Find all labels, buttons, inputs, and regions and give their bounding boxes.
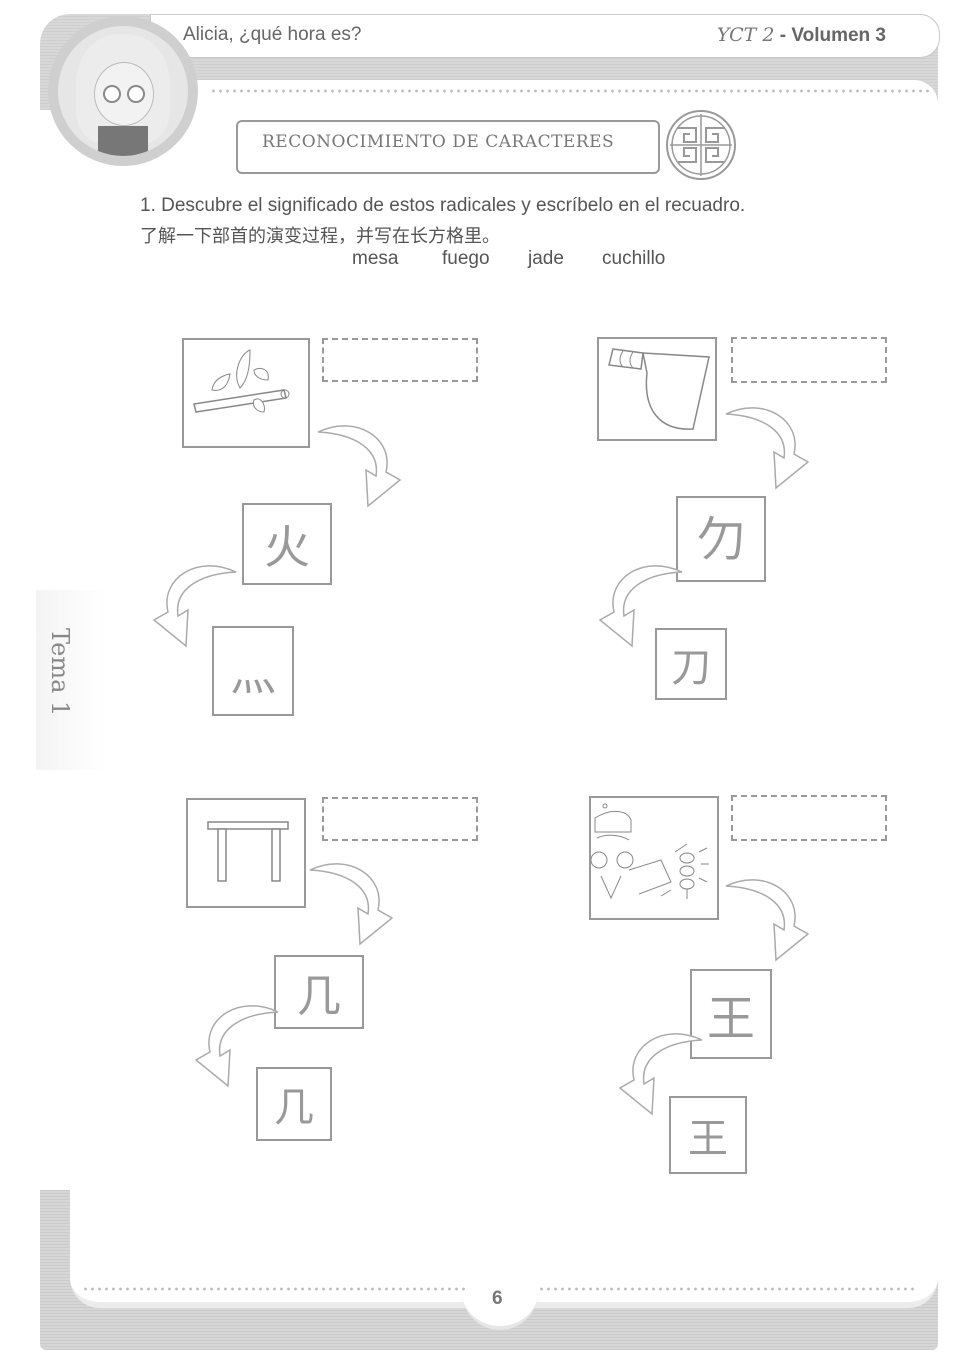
ancient-glyph-knife: 𠚣 [696, 512, 745, 568]
curved-arrow-icon [725, 879, 809, 961]
answer-box-fire[interactable] [322, 338, 478, 382]
page-number: 6 [492, 1288, 503, 1309]
king-with-jade-picture [590, 803, 709, 900]
curved-arrow-icon [317, 425, 401, 507]
modern-form-box: 几 [256, 1067, 332, 1141]
modern-form-box: 王 [669, 1096, 747, 1174]
instruction-chinese: 了解一下部首的演变过程，并写在长方格里。 [140, 226, 500, 247]
avatar [48, 16, 198, 166]
modern-glyph-knife: 刀 [671, 645, 711, 691]
side-tab [36, 590, 106, 770]
ancient-form-box: 几 [274, 955, 364, 1029]
side-tab-label: Tema 1 [46, 628, 74, 717]
ancient-glyph-table: 几 [297, 971, 341, 1022]
volume-label: YCT 2 - Volumen 3 [717, 24, 886, 47]
answer-box-jade[interactable] [731, 795, 887, 841]
word-bank-item: jade [528, 248, 564, 269]
ancient-form-box: 火 [242, 503, 332, 585]
modern-glyph-fire: 灬 [230, 647, 276, 701]
knife-picture [608, 348, 710, 430]
ancient-glyph-jade: 王 [706, 991, 755, 1047]
dotted-border-top [210, 88, 930, 94]
section-banner [236, 120, 660, 174]
header-pill [150, 14, 940, 58]
ancient-form-box: 王 [690, 969, 772, 1059]
modern-form-box: 刀 [655, 628, 727, 700]
answer-box-knife[interactable] [731, 337, 887, 383]
picture-box-fire [182, 338, 310, 448]
picture-box-table [186, 798, 306, 908]
instruction-spanish: 1. Descubre el significado de estos radi… [140, 195, 746, 216]
section-title: RECONOCIMIENTO DE CARACTERES [262, 132, 615, 152]
avatar-eye [127, 85, 145, 103]
chinese-knot-icon [666, 110, 736, 180]
modern-form-box: 灬 [212, 626, 294, 716]
answer-box-table[interactable] [322, 797, 478, 841]
series-label: YCT 2 [716, 24, 775, 46]
curved-arrow-icon [725, 407, 809, 489]
word-bank-item: fuego [442, 248, 490, 269]
book-title: Alicia, ¿qué hora es? [183, 24, 362, 45]
curved-arrow-icon [309, 863, 393, 945]
modern-glyph-jade: 王 [688, 1116, 728, 1162]
avatar-face [94, 62, 154, 126]
picture-box-jade [589, 796, 719, 920]
modern-glyph-table: 几 [274, 1085, 314, 1131]
page-body [70, 80, 938, 1320]
volume-number: - Volumen 3 [779, 25, 886, 46]
ancient-form-box: 𠚣 [676, 496, 766, 582]
avatar-eye [103, 85, 121, 103]
word-bank-item: mesa [352, 248, 399, 269]
ancient-glyph-fire: 火 [264, 520, 310, 574]
dotted-border-bottom [538, 1286, 918, 1292]
dotted-border-bottom [82, 1286, 466, 1292]
fire-branches-picture [193, 349, 290, 413]
word-bank-item: cuchillo [602, 248, 666, 269]
picture-box-knife [597, 337, 717, 441]
avatar-body [98, 126, 148, 156]
table-picture [207, 821, 289, 882]
